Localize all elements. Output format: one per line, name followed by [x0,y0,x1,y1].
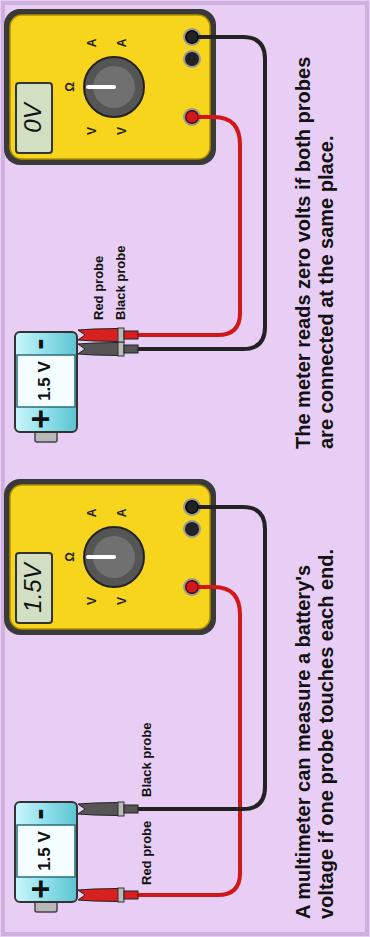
dial-symbol: A [86,506,99,520]
battery-plus: + [22,877,59,901]
dial-symbol: V [116,594,129,608]
dial-symbol: A [86,36,99,50]
dial-symbol: Ω [64,80,77,94]
dial-symbol: A [116,506,129,520]
caption-text: A multimeter can measure a battery's vol… [292,499,338,919]
battery-voltage: 1.5 V [36,825,55,877]
probe-label: Black probe [140,723,154,797]
battery-plus: + [22,407,59,431]
dial-symbol: V [116,124,129,138]
probe-label: Black probe [114,246,128,320]
dial-symbol: A [116,36,129,50]
battery-minus: - [20,333,57,355]
dial-symbol: V [86,124,99,138]
probe-label: Red probe [140,821,154,885]
meter-display: 1.5V [20,553,46,623]
battery-minus: - [20,803,57,825]
dial-symbol: Ω [64,550,77,564]
probe-label: Red probe [92,256,106,320]
meter-display: 0V [20,83,46,153]
dial-symbol: V [86,594,99,608]
battery-voltage: 1.5 V [36,355,55,407]
caption-text: The meter reads zero volts if both probe… [292,29,338,449]
